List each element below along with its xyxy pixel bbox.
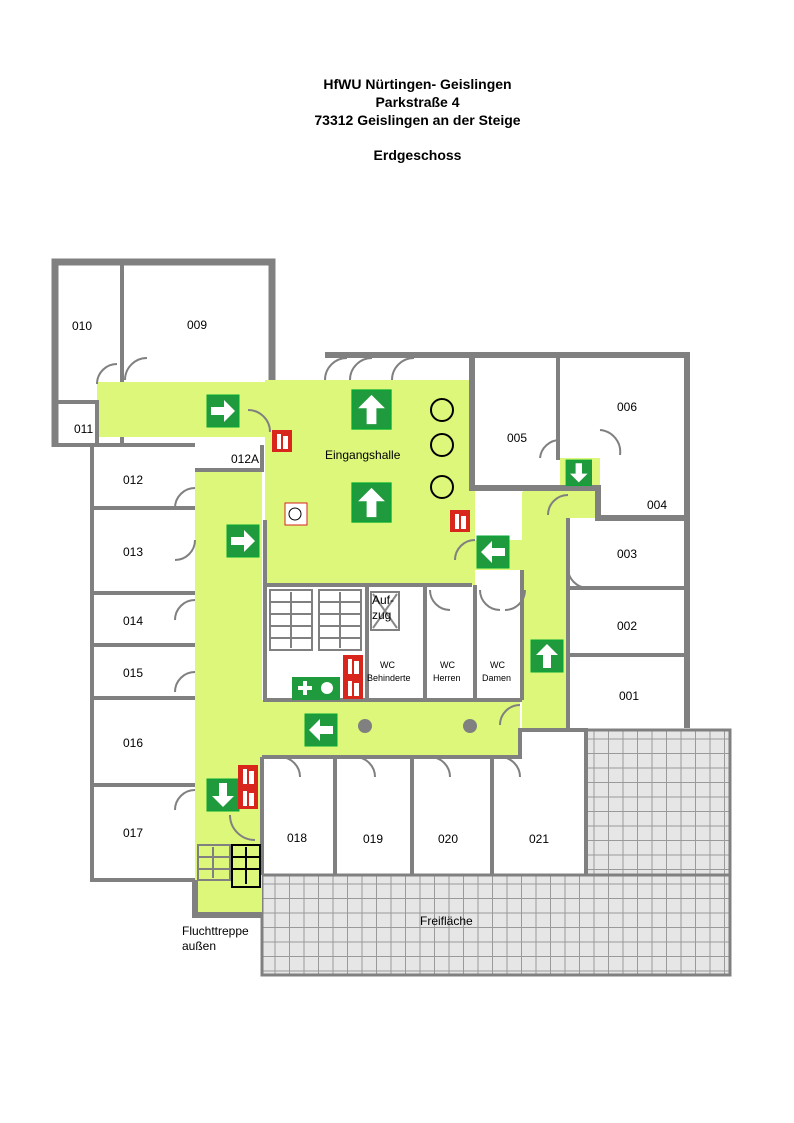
table-icons bbox=[430, 398, 454, 499]
column bbox=[358, 719, 372, 733]
room-012: 012 bbox=[123, 473, 143, 487]
room-020: 020 bbox=[438, 832, 458, 846]
floor-name: Erdgeschoss bbox=[373, 147, 462, 163]
room-021: 021 bbox=[529, 832, 549, 846]
room-013: 013 bbox=[123, 545, 143, 559]
wc-men-label: Herren bbox=[433, 673, 461, 683]
room-001: 001 bbox=[619, 689, 639, 703]
room-017: 017 bbox=[123, 826, 143, 840]
room-015: 015 bbox=[123, 666, 143, 680]
room-019: 019 bbox=[363, 832, 383, 846]
title-line-1: HfWU Nürtingen- Geislingen bbox=[323, 76, 512, 92]
fire-extinguisher-icon bbox=[450, 510, 470, 532]
room-002: 002 bbox=[617, 619, 637, 633]
room-018: 018 bbox=[287, 831, 307, 845]
escape-stair-label: Fluchttreppe bbox=[182, 924, 249, 938]
exit-arrow-right-icon bbox=[226, 524, 260, 558]
elevator-label: zug bbox=[372, 608, 391, 622]
fire-extinguisher-icon bbox=[238, 787, 258, 809]
wc-label: WC bbox=[490, 660, 505, 670]
exit-arrow-left-icon bbox=[476, 535, 510, 569]
exit-arrow-down-icon bbox=[565, 459, 592, 486]
room-003: 003 bbox=[617, 547, 637, 561]
walls bbox=[51, 258, 690, 918]
open-area-label: Freifläche bbox=[420, 914, 473, 928]
exit-arrow-right-icon bbox=[206, 394, 240, 428]
open-area-south bbox=[260, 873, 732, 977]
fire-equipment-icon bbox=[343, 655, 363, 677]
elevator-label: Auf- bbox=[372, 593, 394, 607]
door-swings bbox=[96, 357, 622, 841]
exit-arrow-up-icon bbox=[530, 639, 564, 673]
column bbox=[463, 719, 477, 733]
room-011: 011 bbox=[74, 422, 93, 436]
stairs bbox=[197, 589, 362, 888]
fire-equipment-icon bbox=[238, 765, 258, 787]
fire-extinguisher-icon bbox=[343, 677, 363, 699]
wc-label: WC bbox=[440, 660, 455, 670]
exit-arrow-up-icon bbox=[351, 389, 392, 430]
room-014: 014 bbox=[123, 614, 143, 628]
escape-stair-label: außen bbox=[182, 939, 216, 953]
wc-label: WC bbox=[380, 660, 395, 670]
title-line-3: 73312 Geislingen an der Steige bbox=[314, 112, 521, 128]
fire-alarm-icon bbox=[284, 502, 308, 526]
room-016: 016 bbox=[123, 736, 143, 750]
room-labels: 010 009 011 012 012A 013 014 015 016 017… bbox=[72, 318, 667, 953]
corridors bbox=[97, 380, 600, 915]
exit-arrow-left-icon bbox=[304, 713, 338, 747]
hall-label: Eingangshalle bbox=[325, 448, 401, 462]
room-009: 009 bbox=[187, 318, 207, 332]
fire-equipment-icon bbox=[272, 430, 292, 452]
room-006: 006 bbox=[617, 400, 637, 414]
room-004: 004 bbox=[647, 498, 667, 512]
wc-women-label: Damen bbox=[482, 673, 511, 683]
room-010: 010 bbox=[72, 319, 92, 333]
room-005: 005 bbox=[507, 431, 527, 445]
exit-arrow-up-icon bbox=[351, 482, 392, 523]
title-line-2: Parkstraße 4 bbox=[375, 94, 460, 110]
exit-arrow-down-icon bbox=[206, 778, 240, 812]
wc-disabled-label: Behinderte bbox=[367, 673, 411, 683]
room-012a: 012A bbox=[231, 452, 259, 466]
